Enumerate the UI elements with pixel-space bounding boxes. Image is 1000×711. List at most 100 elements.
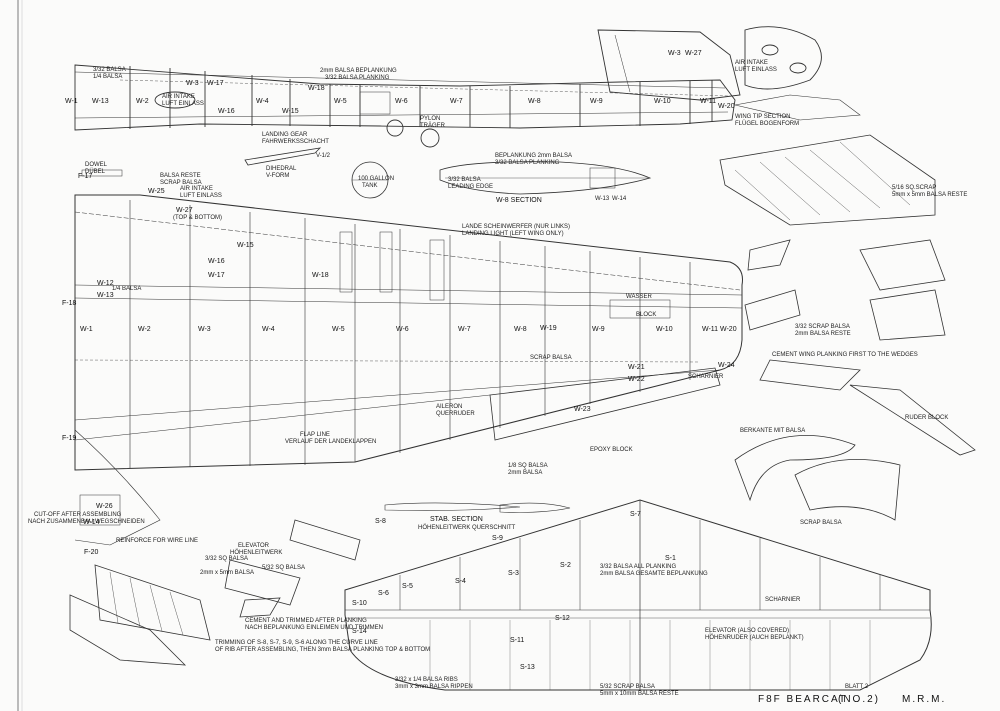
wing-main-plan	[74, 194, 743, 546]
right-note-4: CEMENT WING PLANKING FIRST TO THE WEDGES	[772, 352, 918, 358]
main-rib-w7: W-7	[458, 326, 471, 333]
main-rib-w21: W-21	[628, 364, 645, 371]
bottom-note-5: CEMENT AND TRIMMED AFTER PLANKING	[245, 618, 367, 624]
main-rib-w15: W-15	[237, 242, 254, 249]
misc-tank: TANK	[362, 183, 378, 189]
main-rib-w12: W-12	[97, 280, 114, 287]
top-note-fahrwerk: FAHRWERKSSCHACHT	[262, 139, 329, 145]
main-rib-w2: W-2	[138, 326, 151, 333]
top-rib-w10: W-10	[654, 98, 671, 105]
main-note-17: QUERRUDER	[436, 411, 475, 417]
stab-s4: S-4	[455, 578, 466, 585]
stab-s8: S-8	[375, 518, 386, 525]
main-note-3: SCRAP BALSA	[160, 180, 202, 186]
misc-dihedral: DIHEDRAL	[266, 166, 297, 172]
main-note-0: AIR INTAKE	[180, 186, 213, 192]
stab-title: STAB. SECTION	[430, 516, 483, 523]
former-f17: F-17	[78, 173, 93, 180]
stab-s14: S-14	[352, 628, 367, 635]
top-rib-w8: W-8	[528, 98, 541, 105]
main-rib-w4: W-4	[262, 326, 275, 333]
misc-duebel: DÜBEL	[85, 169, 106, 175]
main-rib-w9: W-9	[592, 326, 605, 333]
stab-note-5: 5/32 SCRAP BALSA	[600, 684, 655, 690]
main-note-12: BLOCK	[636, 312, 657, 318]
top-note-balsa-332: 3/32 BALSA	[93, 67, 126, 73]
stab-note-0: 3/32 BALSA ALL PLANKING	[600, 564, 677, 570]
stab-note-1: 2mm BALSA GESAMTE BEPLANKUNG	[600, 571, 708, 577]
main-rib-w25: W-25	[148, 188, 165, 195]
wingtip-view	[597, 26, 861, 121]
top-rib-w17: W-17	[207, 80, 224, 87]
tip-note-bogenform: FLÜGEL BOGENFORM	[735, 121, 800, 127]
w8-note-2: 3/32 BALSA	[448, 177, 481, 183]
main-note-2: (TOP & BOTTOM)	[173, 215, 223, 221]
w8-note-0: BEPLANKUNG 2mm BALSA	[495, 153, 573, 159]
stabilizer-plan	[344, 499, 932, 691]
tip-rib-w3: W-3	[668, 50, 681, 57]
main-note-18: 2mm BALSA	[508, 470, 543, 476]
former-f20: F-20	[84, 549, 99, 556]
top-note-planking-de: 2mm BALSA BEPLANKUNG	[320, 68, 397, 74]
sheet-author: M.R.M.	[902, 694, 947, 705]
main-rib-w26: W-26	[96, 503, 113, 510]
w8-note-5: W-14	[612, 196, 627, 202]
misc-gallon: 100 GALLON	[358, 176, 395, 182]
stab-s12: S-12	[555, 615, 570, 622]
sheet-number: BLATT 2	[845, 684, 869, 690]
top-rib-w4: W-4	[256, 98, 269, 105]
main-note-10: SCRAP BALSA	[530, 355, 572, 361]
main-note-20: NACH ZUSAMMENBAU WEGSCHNEIDEN	[28, 519, 145, 525]
main-rib-w23: W-23	[574, 406, 591, 413]
bottom-left-parts	[69, 519, 361, 666]
main-rib-w14: W-14	[83, 519, 100, 526]
stab-s3: S-3	[508, 570, 519, 577]
w8-note-4: W-13	[595, 196, 610, 202]
stab-s9: S-9	[492, 535, 503, 542]
top-note-air-intake: AIR INTAKE	[162, 94, 195, 100]
stab-s2: S-2	[560, 562, 571, 569]
right-note-0: 5/16 SQ.SCRAP	[892, 185, 937, 191]
top-note-balsa-14: 1/4 BALSA	[93, 74, 123, 80]
top-note-landing-gear: LANDING GEAR	[262, 132, 308, 138]
tip-note-luft-einlass: LUFT EINLASS	[735, 67, 777, 73]
top-rib-w9: W-9	[590, 98, 603, 105]
top-rib-w15: W-15	[282, 108, 299, 115]
main-rib-w22: W-22	[628, 376, 645, 383]
right-note-7: RUDER BLOCK	[905, 415, 949, 421]
w8-note-1: 3/32 BALSA PLANKING	[495, 160, 560, 166]
main-rib-w17: W-17	[208, 272, 225, 279]
bottom-note-3: 5/32 SQ BALSA	[262, 565, 306, 571]
main-note-9: 1/4 BALSA	[112, 286, 142, 292]
bottom-note-2: 3/32 SQ BALSA	[205, 556, 249, 562]
main-rib-w5: W-5	[332, 326, 345, 333]
top-rib-w1: W-1	[65, 98, 78, 105]
tip-note-section: WING TIP SECTION	[735, 114, 791, 120]
right-note-1: 5mm x 5mm BALSA RESTE	[892, 192, 968, 198]
right-side-details	[719, 134, 976, 521]
main-note-13: EPOXY BLOCK	[590, 447, 633, 453]
tip-rib-w27: W-27	[685, 50, 702, 57]
main-rib-w24: W-24	[718, 362, 735, 369]
main-note-19: CUT-OFF AFTER ASSEMBLING	[34, 512, 122, 518]
right-note-5: BERKANTE MIT BALSA	[740, 428, 806, 434]
main-rib-w3: W-3	[198, 326, 211, 333]
top-rib-w18: W-18	[308, 85, 325, 92]
stab-s7: S-7	[630, 511, 641, 518]
top-note-luft-einlass: LUFT EINLASS	[162, 101, 204, 107]
top-rib-w13: W-13	[92, 98, 109, 105]
misc-vform: V-FORM	[266, 173, 290, 179]
main-note-8: VERLAUF DER LANDEKLAPPEN	[285, 439, 377, 445]
former-f18: F-18	[62, 300, 77, 307]
stab-note-3: ELEVATOR (ALSO COVERED)	[705, 628, 790, 634]
stab-s10: S-10	[352, 600, 367, 607]
stab-s13: S-13	[520, 664, 535, 671]
wing-top-view	[74, 64, 736, 148]
top-rib-w5: W-5	[334, 98, 347, 105]
stab-s11: S-11	[510, 637, 525, 644]
bottom-note-6: NACH BEPLANKUNG EINLEIMEN UND TRIMMEN	[245, 625, 383, 631]
bottom-note-4: 2mm x 5mm BALSA	[200, 570, 255, 576]
main-note-14: 1/8 SQ BALSA	[508, 463, 548, 469]
